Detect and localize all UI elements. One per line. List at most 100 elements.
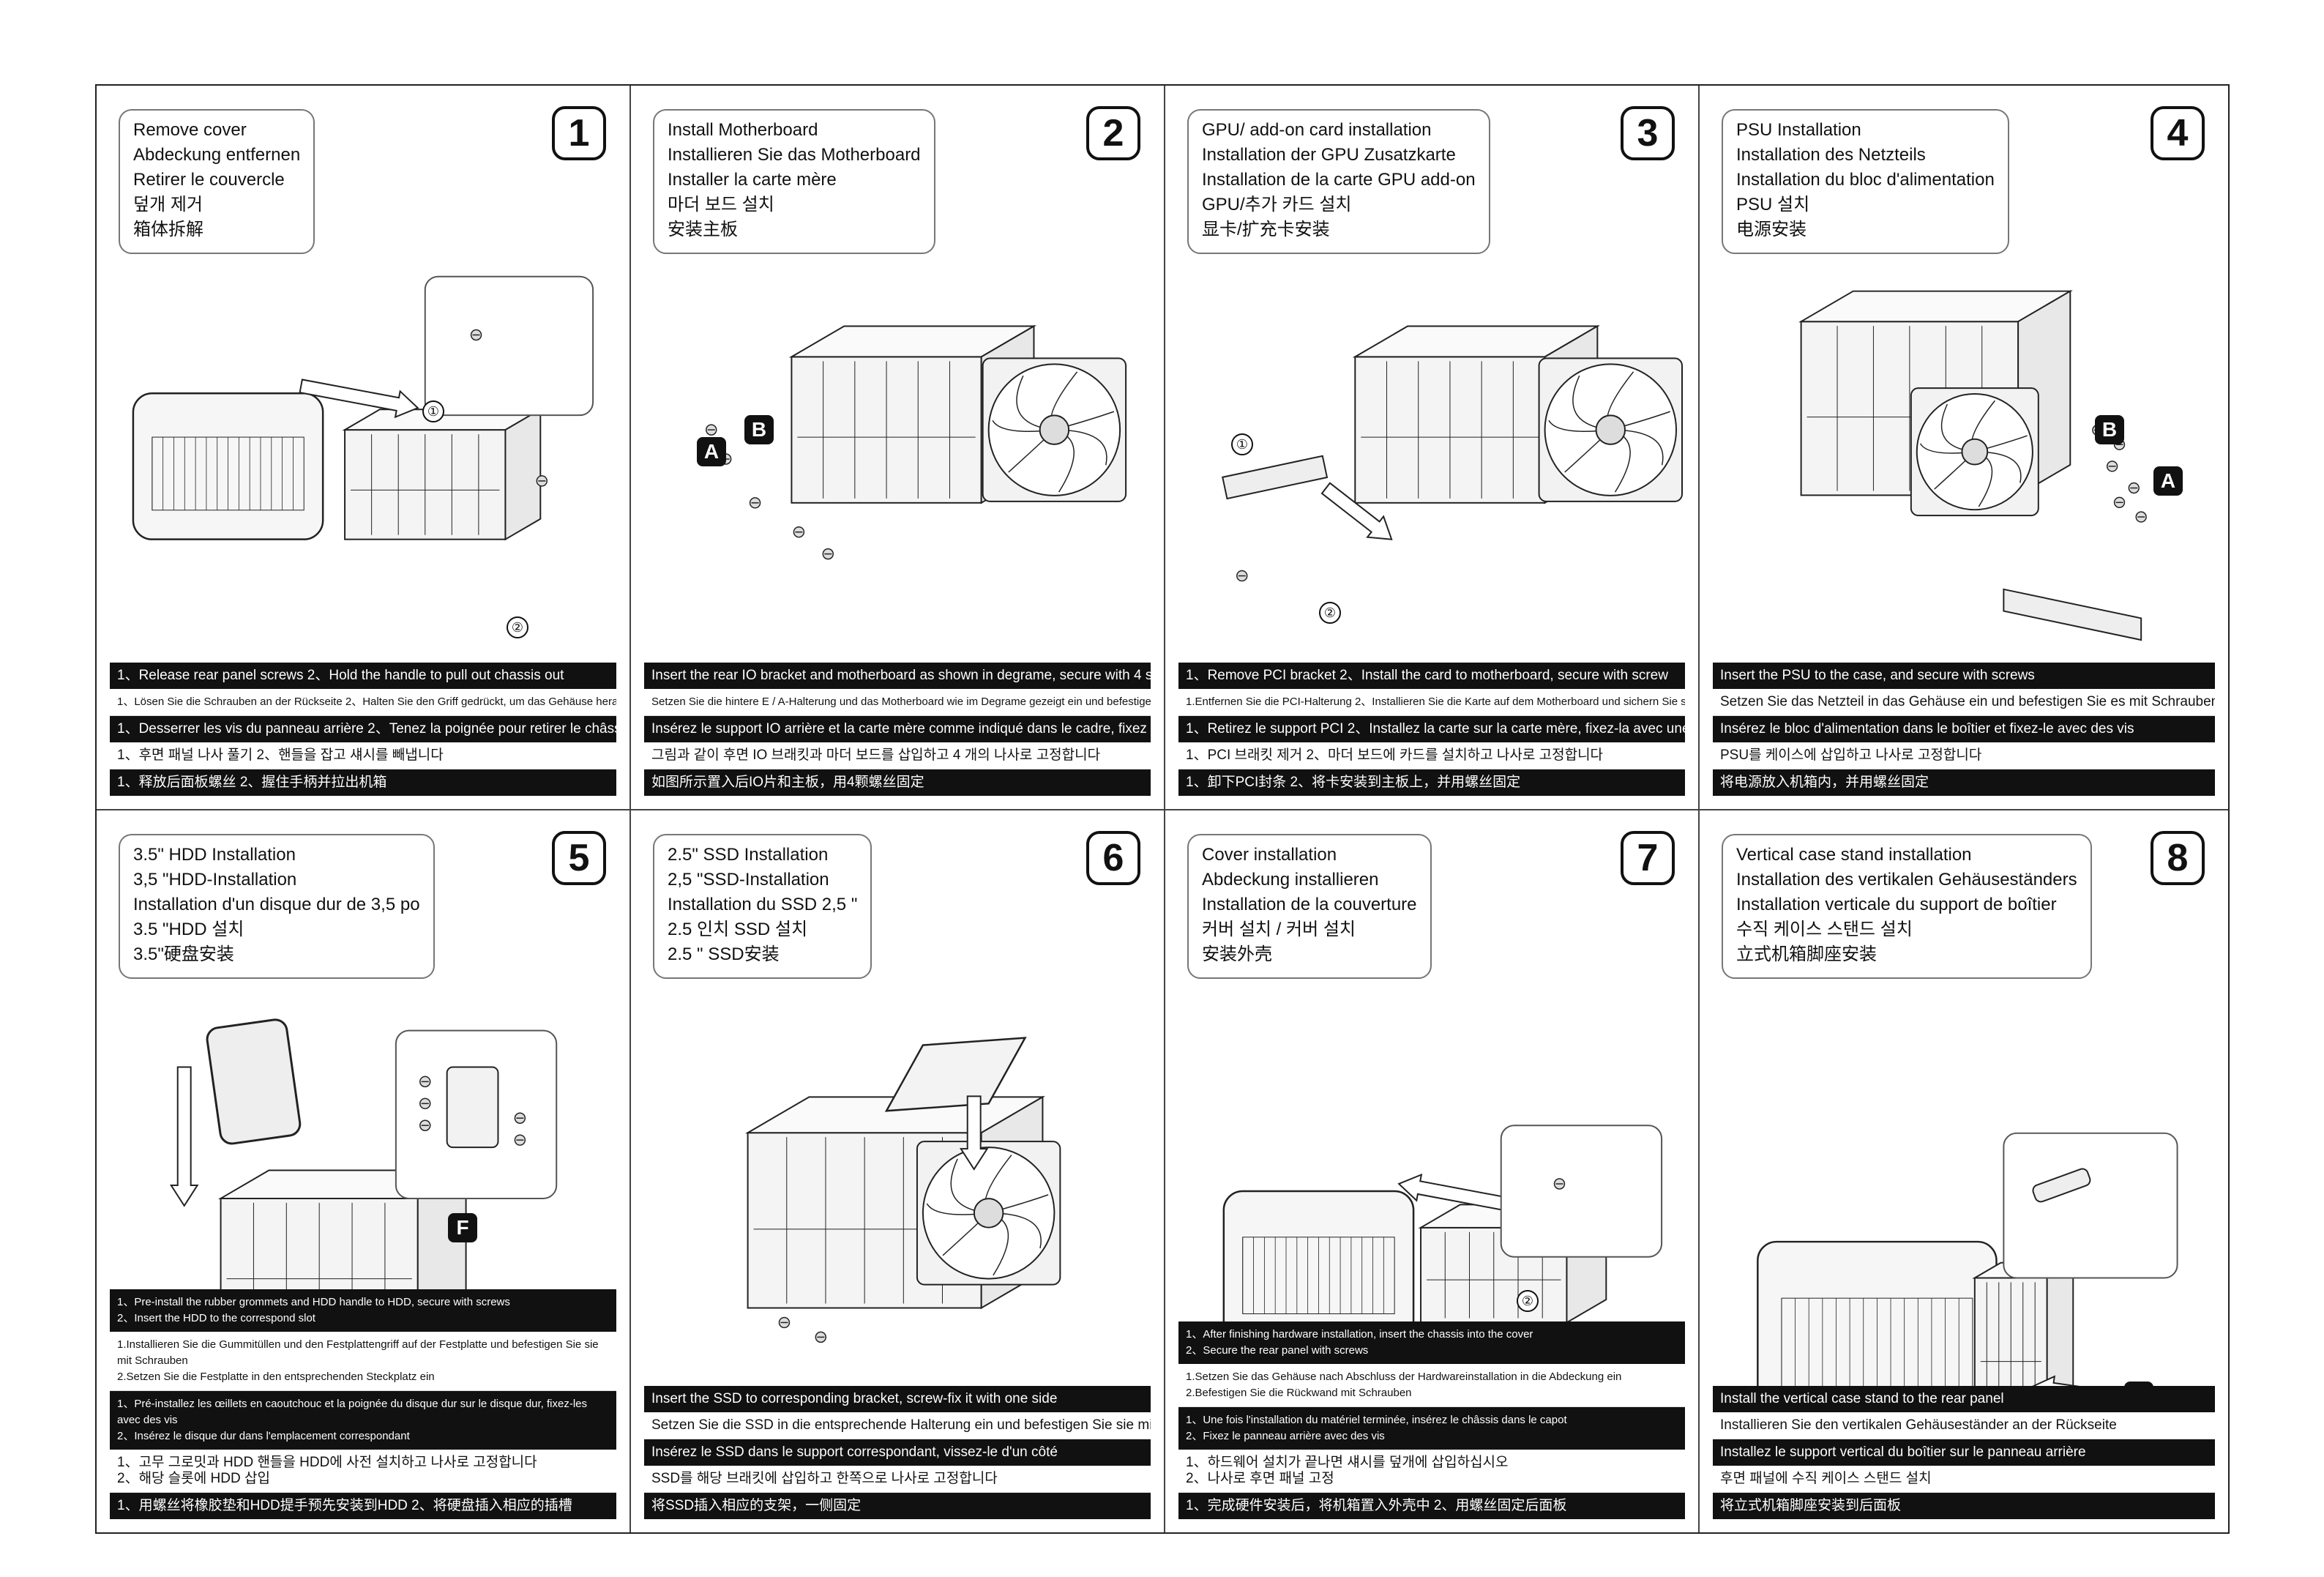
fan-illustration: [982, 357, 1127, 502]
instruction-line: 1、Release rear panel screws 2、Hold the h…: [110, 663, 616, 689]
step-title-line: Installation der GPU Zusatzkarte: [1202, 145, 1456, 165]
pci-bracket: [1222, 455, 1329, 500]
step-illustration: [646, 935, 1149, 1433]
step-title-line: Vertical case stand installation: [1736, 845, 1972, 865]
instruction-bands: 1、After finishing hardware installation,…: [1178, 1321, 1685, 1519]
instruction-line: 1.Installieren Sie die Gummitüllen und d…: [110, 1332, 616, 1391]
instruction-line: 후면 패널에 수직 케이스 스탠드 설치: [1713, 1466, 2215, 1493]
part-label-f: F: [448, 1213, 477, 1242]
step-title-line: 3.5"硬盘安装: [133, 944, 234, 964]
instruction-line: Insérez le support IO arrière et la cart…: [644, 716, 1151, 742]
instruction-line: Installieren Sie den vertikalen Gehäuses…: [1713, 1412, 2215, 1439]
ssd-screw: [815, 1331, 827, 1343]
instruction-line: 如图所示置入后IO片和主板，用4颗螺丝固定: [644, 769, 1151, 796]
instruction-line: 1、후면 패널 나사 풀기 2、핸들을 잡고 섀시를 빼냅니다: [110, 742, 616, 769]
hdd-screw: [419, 1097, 431, 1110]
sequence-callout: ②: [507, 616, 528, 638]
step-title-line: 2.5 인치 SSD 설치: [668, 920, 808, 939]
instruction-bands: Insert the PSU to the case, and secure w…: [1713, 663, 2215, 796]
instruction-line: 将SSD插入相应的支架，一侧固定: [644, 1493, 1151, 1519]
step-illustration: [1180, 210, 1684, 708]
chassis-illustration: [342, 408, 543, 541]
instruction-bands: 1、Release rear panel screws 2、Hold the h…: [110, 663, 616, 796]
ssd-screw: [778, 1316, 791, 1329]
step-title-line: 安装主板: [668, 220, 738, 239]
instruction-line: 1、Une fois l'installation du matériel te…: [1178, 1407, 1685, 1450]
step-number-badge: 3: [1621, 106, 1675, 160]
hdd-screw: [419, 1075, 431, 1088]
step-panel-6: 2.5" SSD Installation 2,5 "SSD-Installati…: [631, 810, 1165, 1532]
instruction-bands: Insert the SSD to corresponding bracket,…: [644, 1386, 1151, 1519]
pci-screw: [1236, 570, 1248, 582]
step-title-line: Installation du SSD 2,5 ": [668, 895, 858, 914]
instruction-line: 1、고무 그로밋과 HDD 핸들을 HDD에 사전 설치하고 나사로 고정합니다…: [110, 1450, 616, 1493]
instruction-line: 1、Lösen Sie die Schrauben an der Rücksei…: [110, 689, 616, 716]
step-title-line: Installation des vertikalen Gehäuseständ…: [1736, 870, 2077, 890]
step-title-line: 显卡/扩充卡安装: [1202, 220, 1330, 239]
part-label-b: B: [2095, 415, 2124, 444]
step-title-line: Installieren Sie das Motherboard: [668, 145, 921, 165]
step-illustration: [111, 210, 615, 708]
part-label-a: A: [697, 437, 726, 466]
instruction-line: 1、卸下PCI封条 2、将卡安装到主板上，并用螺丝固定: [1178, 769, 1685, 796]
stand-foot: [2032, 1168, 2091, 1203]
step-number-badge: 6: [1086, 831, 1140, 885]
insert-arrow: [1397, 1173, 1518, 1213]
fan-illustration: [1538, 357, 1684, 502]
instruction-line: 1、用螺丝将橡胶垫和HDD提手预先安装到HDD 2、将硬盘插入相应的插槽: [110, 1493, 616, 1519]
step-title-line: 마더 보드 설치: [668, 195, 774, 215]
instruction-line: 1.Setzen Sie das Gehäuse nach Abschluss …: [1178, 1364, 1685, 1407]
step-title-line: Cover installation: [1202, 845, 1337, 865]
motherboard-screw: [706, 424, 717, 436]
instruction-line: 1、하드웨어 설치가 끝나면 섀시를 덮개에 삽입하십시오 2、나사로 후면 패…: [1178, 1450, 1685, 1493]
step-number-badge: 4: [2151, 106, 2205, 160]
hdd-screw: [514, 1134, 526, 1146]
motherboard-screw: [749, 497, 761, 509]
instruction-line: 1.Entfernen Sie die PCI-Halterung 2、Inst…: [1178, 689, 1685, 716]
step-title-line: Installation d'un disque dur de 3,5 po: [133, 895, 420, 914]
step-title-line: PSU 설치: [1736, 195, 1810, 215]
ssd-illustration: [884, 1037, 1027, 1112]
instruction-line: PSU를 케이스에 삽입하고 나사로 고정합니다: [1713, 742, 2215, 769]
step-illustration: [646, 210, 1149, 708]
step-title-line: 커버 설치 / 커버 설치: [1202, 920, 1356, 939]
sequence-callout: ②: [1517, 1290, 1539, 1312]
instruction-line: Insert the rear IO bracket and motherboa…: [644, 663, 1151, 689]
step-title-line: PSU Installation: [1736, 120, 1861, 140]
fan-illustration: [916, 1141, 1061, 1286]
hdd-illustration: [206, 1018, 302, 1145]
step-title-line: 3,5 "HDD-Installation: [133, 870, 297, 890]
instruction-line: 그림과 같이 후면 IO 브래킷과 마더 보드를 삽입하고 4 개의 나사로 고…: [644, 742, 1151, 769]
step-title-line: 3.5 "HDD 설치: [133, 920, 244, 939]
psu-screw: [2128, 482, 2140, 494]
thumb-screw: [536, 475, 548, 487]
step-title-box: 3.5" HDD Installation 3,5 "HDD-Installati…: [119, 834, 435, 979]
instruction-line: 1、After finishing hardware installation,…: [1178, 1321, 1685, 1364]
hdd-handle: [446, 1066, 499, 1149]
hdd-screw: [514, 1112, 526, 1124]
step-title-line: 2.5" SSD Installation: [668, 845, 829, 865]
step-title-line: 덮개 제거: [133, 195, 203, 215]
step-number-badge: 8: [2151, 831, 2205, 885]
step-title-line: GPU/추가 카드 설치: [1202, 195, 1352, 215]
step-title-line: 箱体拆解: [133, 220, 203, 239]
instruction-line: 将电源放入机箱内，并用螺丝固定: [1713, 769, 2215, 796]
step-title-line: Installation de la couverture: [1202, 895, 1417, 914]
step-title-line: 3.5" HDD Installation: [133, 845, 296, 865]
step-title-line: 2,5 "SSD-Installation: [668, 870, 829, 890]
part-label-b: B: [744, 415, 774, 444]
insert-arrow: [1320, 482, 1393, 540]
step-title-line: 安装外壳: [1202, 944, 1272, 964]
step-number-badge: 1: [552, 106, 606, 160]
step-title-line: Installation de la carte GPU add-on: [1202, 170, 1476, 190]
instruction-line: Setzen Sie die hintere E / A-Halterung u…: [644, 689, 1151, 716]
part-label-a: A: [2153, 466, 2183, 496]
